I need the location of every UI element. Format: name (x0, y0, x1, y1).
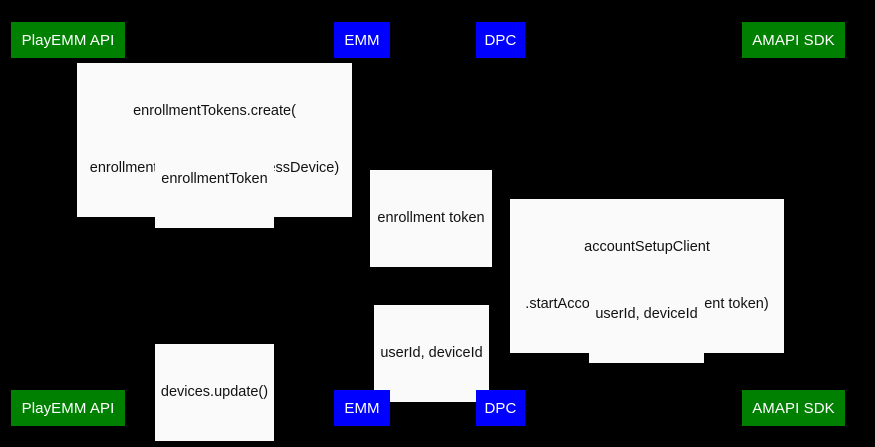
message-line: enrollment token (377, 210, 485, 226)
actor-label: EMM (344, 399, 380, 417)
message-line: userId, deviceId (595, 306, 698, 322)
message-line: accountSetupClient (584, 239, 710, 255)
message-label-userid-deviceid-upper: userId, deviceId (589, 266, 704, 363)
actor-label: DPC (484, 31, 517, 49)
message-line: enrollmentToken (161, 171, 268, 187)
actor-label: AMAPI SDK (752, 31, 835, 49)
actor-label: DPC (484, 399, 517, 417)
message-line: enrollmentTokens.create( (133, 103, 296, 119)
message-label-enrollment-token: enrollment token (370, 170, 492, 267)
message-line: userId, deviceId (380, 345, 483, 361)
message-label-userid-deviceid-lower: userId, deviceId (374, 305, 489, 402)
actor-top-playemm-api[interactable]: PlayEMM API (11, 22, 125, 58)
actor-bottom-dpc[interactable]: DPC (476, 390, 525, 426)
message-line: devices.update() (160, 384, 269, 400)
actor-top-emm[interactable]: EMM (334, 22, 390, 58)
actor-label: PlayEMM API (21, 31, 115, 49)
actor-bottom-amapi-sdk[interactable]: AMAPI SDK (742, 390, 845, 426)
actor-top-amapi-sdk[interactable]: AMAPI SDK (742, 22, 845, 58)
actor-label: PlayEMM API (21, 399, 115, 417)
message-label-devices-update: devices.update() (155, 344, 274, 441)
actor-bottom-emm[interactable]: EMM (334, 390, 390, 426)
actor-top-dpc[interactable]: DPC (476, 22, 525, 58)
actor-label: EMM (344, 31, 380, 49)
actor-bottom-playemm-api[interactable]: PlayEMM API (11, 390, 125, 426)
actor-label: AMAPI SDK (752, 399, 835, 417)
message-label-enrollment-token-response: enrollmentToken (155, 131, 274, 228)
